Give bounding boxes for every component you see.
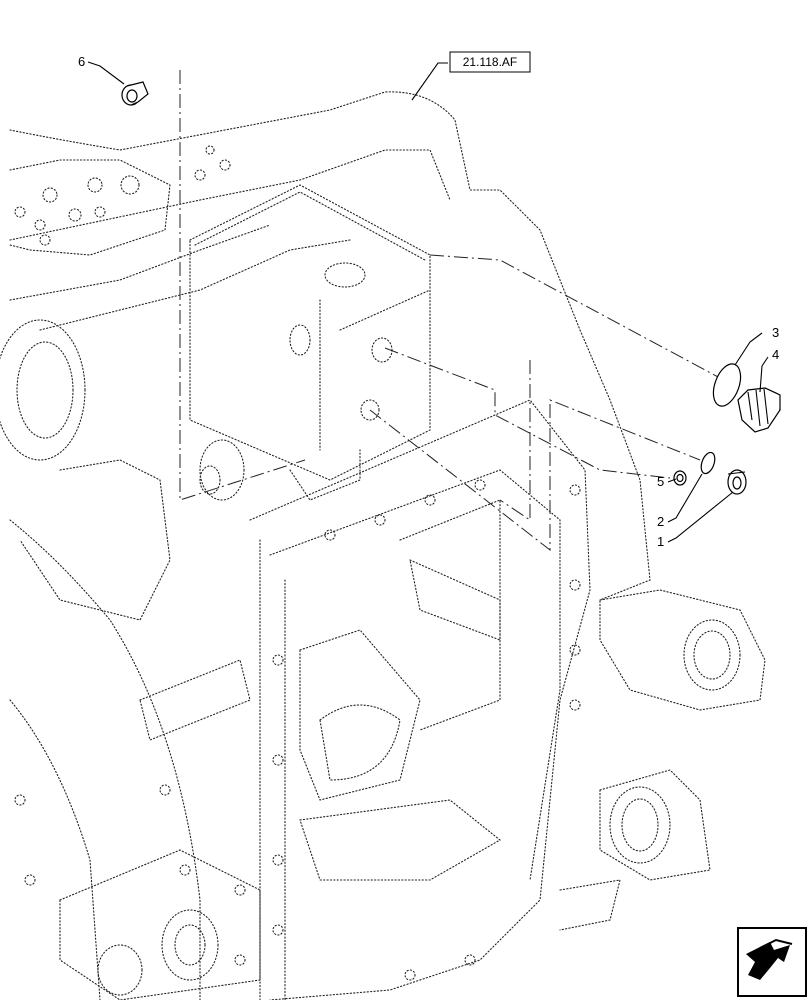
callout-5: 5 xyxy=(657,474,664,489)
part-2-o-ring xyxy=(700,451,716,475)
reference-label: 21.118.AF xyxy=(463,55,517,69)
callout-4: 4 xyxy=(772,347,779,362)
callout-3: 3 xyxy=(772,325,779,340)
part-6-cap xyxy=(121,81,149,106)
callout-6: 6 xyxy=(78,54,85,69)
reference-box: 21.118.AF xyxy=(449,51,531,73)
return-arrow-icon[interactable] xyxy=(737,927,807,997)
part-1-plug xyxy=(727,469,747,495)
transmission-housing xyxy=(0,91,766,1000)
part-3-o-ring xyxy=(712,363,742,407)
part-4-plug xyxy=(737,387,781,433)
part-5-fitting xyxy=(673,470,687,486)
callout-2: 2 xyxy=(657,514,664,529)
leader-lines xyxy=(87,61,769,543)
callout-1: 1 xyxy=(657,534,664,549)
assembly-lines xyxy=(179,70,721,552)
